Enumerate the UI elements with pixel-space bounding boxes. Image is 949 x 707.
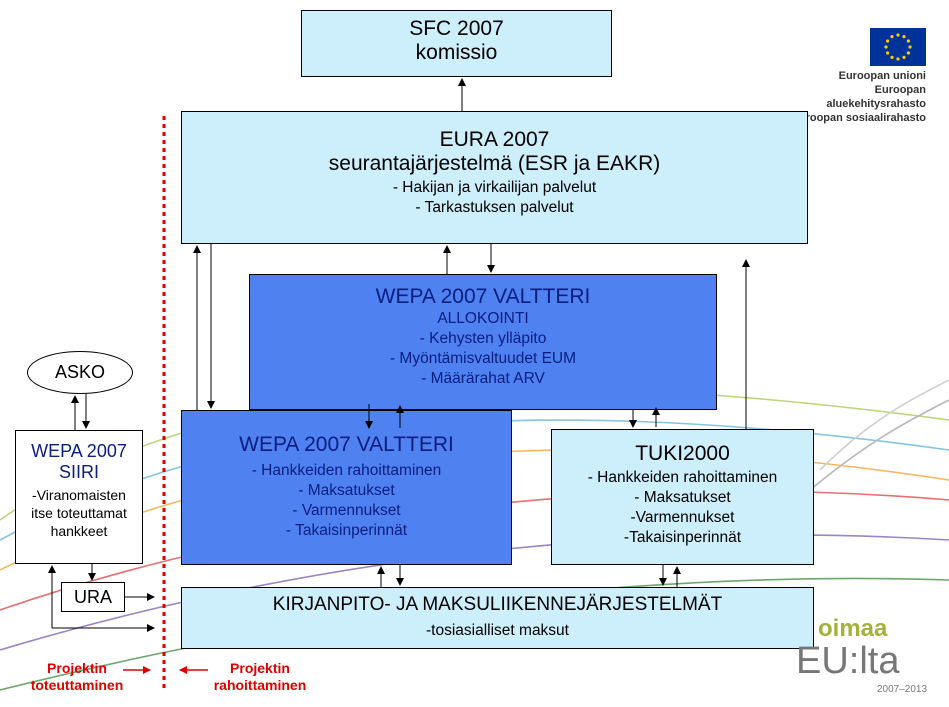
eu-flag-icon — [870, 28, 926, 66]
eu-line-1: Euroopan unioni — [838, 70, 926, 82]
projektin-toteuttaminen-label: Projektin toteuttaminen — [18, 660, 136, 694]
brand-text-1: oimaa — [818, 615, 888, 642]
brand-text-2: EU:lta — [796, 640, 900, 682]
eu-funding-text: Euroopan unioni Euroopan aluekehitysraha… — [786, 69, 926, 125]
tuki2000-item: -Varmennukset — [630, 509, 735, 526]
tuki2000-item: - Maksatukset — [634, 489, 731, 506]
eu-line-2: Euroopan aluekehitysrahasto — [826, 84, 926, 110]
valtteri-allokointi-item: - Myöntämisvaltuudet EUM — [389, 350, 577, 367]
projektin-rahoittaminen-label: Projektin rahoittaminen — [204, 660, 316, 694]
right-label-line-1: Projektin — [230, 660, 290, 676]
eura-title-1: EURA 2007 — [439, 128, 550, 151]
siiri-title-1: WEPA 2007 — [31, 441, 127, 461]
eura-box: EURA 2007 seurantajärjestelmä (ESR ja EA… — [181, 111, 808, 244]
right-label-line-2: rahoittaminen — [213, 677, 307, 693]
valtteri-rahoitus-box: WEPA 2007 VALTTERI - Hankkeiden rahoitta… — [181, 410, 512, 565]
sfc-title-1: SFC 2007 — [409, 17, 504, 40]
kirjanpito-box: KIRJANPITO- JA MAKSULIIKENNEJÄRJESTELMÄT… — [181, 587, 814, 649]
eura-item: - Hakijan ja virkailijan palvelut — [392, 179, 597, 196]
ura-box: URA — [61, 582, 125, 612]
sfc-box: SFC 2007 komissio — [301, 10, 612, 77]
brand-years: 2007–2013 — [877, 684, 928, 695]
asko-label: ASKO — [54, 362, 106, 382]
tuki2000-item: - Hankkeiden rahoittaminen — [587, 469, 778, 486]
eura-item: - Tarkastuksen palvelut — [415, 199, 574, 216]
left-label-line-2: toteuttaminen — [30, 677, 124, 693]
valtteri-allokointi-item: - Kehysten ylläpito — [419, 330, 547, 347]
siiri-box: WEPA 2007 SIIRI -Viranomaisten itse tote… — [15, 430, 143, 564]
siiri-item: hankkeet — [50, 523, 108, 539]
left-label-line-1: Projektin — [47, 660, 107, 676]
asko-ellipse: ASKO — [27, 351, 133, 394]
valtteri-rahoitus-item: - Varmennukset — [292, 502, 401, 519]
valtteri-allokointi-box: WEPA 2007 VALTTERI ALLOKOINTI - Kehysten… — [249, 274, 717, 410]
valtteri-rahoitus-title: WEPA 2007 VALTTERI — [239, 433, 454, 456]
siiri-item: -Viranomaisten — [32, 487, 126, 503]
eu-line-3: Euroopan sosiaalirahasto — [791, 112, 926, 124]
kirjanpito-title: KIRJANPITO- JA MAKSULIIKENNEJÄRJESTELMÄT — [272, 594, 723, 615]
ura-label: URA — [73, 587, 112, 607]
tuki2000-title: TUKI2000 — [635, 442, 730, 465]
valtteri-allokointi-item: - Määrärahat ARV — [421, 370, 545, 387]
kirjanpito-item: -tosiasialliset maksut — [426, 622, 569, 639]
tuki2000-box: TUKI2000 - Hankkeiden rahoittaminen - Ma… — [551, 429, 814, 565]
valtteri-allokointi-title: WEPA 2007 VALTTERI — [375, 285, 591, 308]
eura-title-2: seurantajärjestelmä (ESR ja EAKR) — [328, 152, 661, 175]
valtteri-rahoitus-item: - Hankkeiden rahoittaminen — [251, 462, 442, 479]
siiri-item: itse toteuttamat — [31, 505, 127, 521]
valtteri-allokointi-item: ALLOKOINTI — [437, 310, 529, 327]
tuki2000-item: -Takaisinperinnät — [623, 529, 742, 546]
valtteri-rahoitus-item: - Maksatukset — [298, 482, 395, 499]
siiri-title-2: SIIRI — [58, 462, 99, 482]
sfc-title-2: komissio — [415, 41, 498, 64]
valtteri-rahoitus-item: - Takaisinperinnät — [285, 522, 408, 539]
